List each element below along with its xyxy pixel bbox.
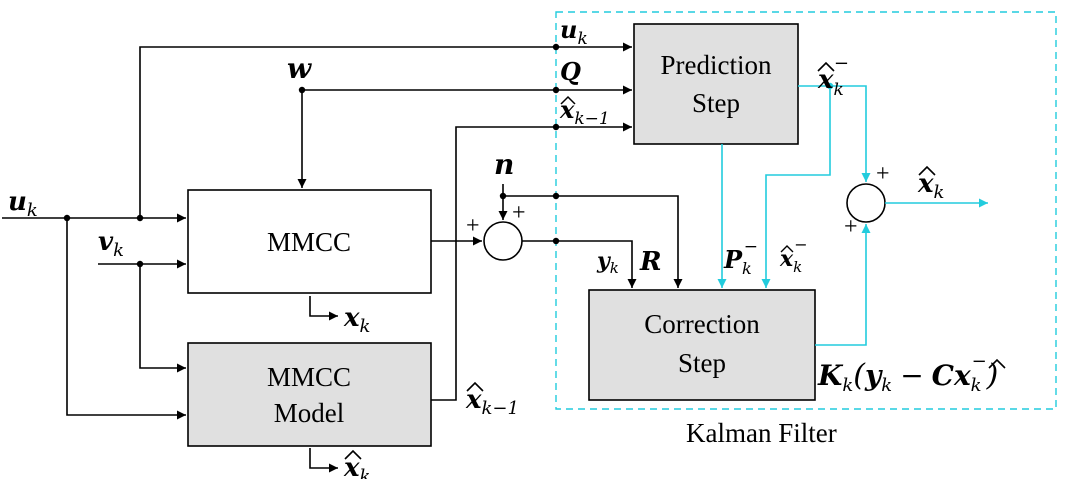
y-label: yk	[596, 248, 619, 277]
mmcc-model-label-line1: MMCC	[267, 362, 351, 392]
mmcc-model-label-line2: Model	[274, 398, 345, 428]
junction-dots	[63, 43, 560, 268]
correction-step-label-line2: Step	[678, 348, 726, 378]
xhat-minus-prediction-out-label: xk−	[817, 53, 849, 100]
r-label: R	[639, 247, 662, 277]
xhat-minus-prediction-out-hat	[817, 61, 835, 72]
mmcc-label: MMCC	[267, 227, 351, 257]
v-input-label: vk	[98, 227, 124, 261]
prediction-step-label-line1: Prediction	[661, 50, 772, 80]
mmcc-block[interactable]	[187, 189, 432, 294]
q-label: Q	[560, 57, 581, 86]
mmcc-model-block[interactable]	[187, 342, 432, 447]
sum1-plus-top: +	[512, 200, 526, 226]
gain-expression-hat	[988, 358, 1006, 369]
sum2-plus-bottom: +	[844, 214, 858, 240]
prediction-step-label-line2: Step	[692, 88, 740, 118]
x-mmcc-output-label: xk	[343, 303, 370, 337]
kalman-filter-label: Kalman Filter	[686, 418, 837, 448]
sum1-plus-left: +	[466, 213, 480, 239]
correction-step-block[interactable]	[588, 289, 816, 401]
u-prediction-label: uk	[560, 15, 588, 49]
cyan-wires	[717, 82, 988, 346]
xhat-minus-correction-in-label: xk−	[779, 235, 808, 276]
xhat-prev-model-out-hat	[466, 381, 484, 392]
sum2-plus-top: +	[876, 161, 890, 187]
xhat-minus-correction-in-hat	[780, 245, 794, 253]
correction-step-label-line1: Correction	[644, 309, 760, 339]
u-input-label: uk	[8, 187, 38, 221]
xhat-prev-prediction-label: xk−1	[559, 95, 610, 129]
prediction-step-block[interactable]	[633, 23, 799, 145]
gain-expression-label: Kk(yk−Cxk−)	[817, 351, 998, 396]
p-minus-label: Pk−	[723, 237, 758, 278]
n-label: n	[494, 148, 514, 181]
xhat-model-output-label: xk	[343, 453, 370, 479]
xhat-prev-model-out-label: xk−1	[465, 385, 519, 419]
xhat-model-output-hat	[344, 449, 362, 460]
measurement-sum-junction	[483, 221, 523, 261]
xhat-prev-prediction-hat	[560, 95, 576, 105]
kalman-filter-frame	[555, 11, 1057, 410]
xhat-output-label: xk	[917, 169, 944, 203]
w-label: w	[287, 52, 312, 85]
xhat-output-hat	[918, 165, 936, 176]
